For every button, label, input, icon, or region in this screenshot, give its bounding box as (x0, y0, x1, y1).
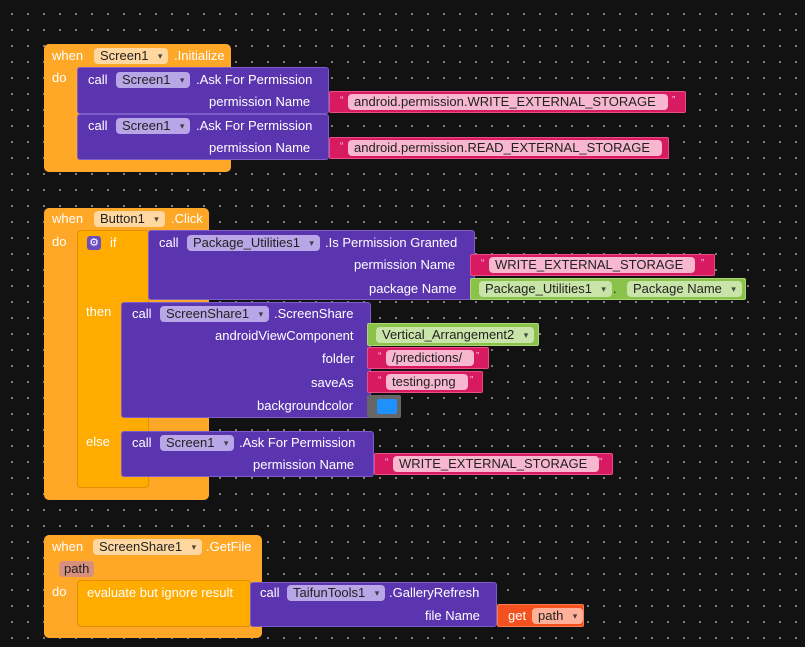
param-label: permission Name (354, 257, 456, 272)
component-dropdown[interactable]: Screen1 (94, 48, 169, 64)
text-value[interactable]: android.permission.READ_EXTERNAL_STORAGE (348, 140, 662, 156)
quote-icon: “ (340, 95, 344, 106)
method-name: .Ask For Permission (196, 118, 313, 133)
param-label: permission Name (209, 94, 311, 109)
quote-icon: “ (378, 351, 382, 362)
component-dropdown[interactable]: Screen1 (116, 118, 191, 134)
color-swatch[interactable] (377, 399, 397, 414)
call-label: call (88, 118, 108, 133)
component-dropdown[interactable]: Button1 (94, 211, 165, 227)
quote-icon: “ (481, 258, 485, 269)
variable-dropdown[interactable]: path (532, 608, 584, 624)
param-label: folder (322, 351, 355, 366)
ask-permission-call-block[interactable]: call Screen1 .Ask For Permission permiss… (77, 114, 329, 160)
quote-icon: ” (672, 95, 676, 106)
call-label: call (159, 235, 179, 250)
text-value[interactable]: WRITE_EXTERNAL_STORAGE (393, 456, 600, 472)
quote-icon: “ (340, 141, 344, 152)
param-label: package Name (369, 281, 457, 296)
evaluate-label: evaluate but ignore result (87, 585, 233, 600)
param-label: androidViewComponent (215, 328, 354, 343)
else-label: else (86, 434, 110, 449)
event-parameter-path[interactable]: path (59, 561, 95, 577)
component-property-getter-block[interactable]: Package_Utilities1 . Package Name (470, 278, 746, 300)
event-name: .Initialize (174, 48, 225, 63)
text-string-block[interactable]: “ WRITE_EXTERNAL_STORAGE ” (470, 254, 715, 276)
text-string-block[interactable]: “ android.permission.WRITE_EXTERNAL_STOR… (329, 91, 686, 113)
method-name: .GalleryRefresh (389, 585, 480, 600)
param-label: permission Name (253, 457, 355, 472)
text-value[interactable]: /predictions/ (386, 350, 475, 366)
quote-icon: ” (701, 258, 705, 269)
component-dropdown[interactable]: Screen1 (116, 72, 191, 88)
component-block[interactable]: Vertical_Arrangement2 (367, 323, 539, 346)
method-name: .Ask For Permission (196, 72, 313, 87)
text-string-block[interactable]: “ android.permission.READ_EXTERNAL_STORA… (329, 137, 669, 159)
gear-icon[interactable]: ⚙ (87, 236, 101, 250)
is-permission-granted-block[interactable]: call Package_Utilities1 .Is Permission G… (148, 230, 475, 300)
screenshare-call-block[interactable]: call ScreenShare1 .ScreenShare androidVi… (121, 302, 371, 418)
when-label: when (52, 539, 84, 554)
method-name: .Is Permission Granted (325, 235, 458, 250)
call-label: call (132, 306, 152, 321)
text-value[interactable]: WRITE_EXTERNAL_STORAGE (489, 257, 696, 273)
get-label: get (508, 608, 527, 623)
property-dropdown[interactable]: Package Name (627, 281, 742, 297)
call-label: call (132, 435, 152, 450)
event-name: .GetFile (206, 539, 252, 554)
get-variable-block[interactable]: get path (497, 604, 584, 627)
if-label: if (110, 235, 117, 250)
when-label: when (52, 211, 84, 226)
quote-icon: ” (599, 457, 603, 468)
call-label: call (88, 72, 108, 87)
quote-icon: ” (476, 351, 480, 362)
then-label: then (86, 304, 112, 319)
text-value[interactable]: testing.png (386, 374, 468, 390)
component-dropdown[interactable]: ScreenShare1 (160, 306, 270, 322)
evaluate-but-ignore-block[interactable]: evaluate but ignore result (77, 580, 251, 627)
component-dropdown[interactable]: Vertical_Arrangement2 (376, 327, 535, 343)
event-name: .Click (171, 211, 203, 226)
ask-permission-call-block[interactable]: call Screen1 .Ask For Permission permiss… (121, 431, 374, 477)
param-label: backgroundcolor (257, 398, 354, 413)
call-label: call (260, 585, 280, 600)
ask-permission-call-block[interactable]: call Screen1 .Ask For Permission permiss… (77, 67, 329, 114)
component-dropdown[interactable]: TaifunTools1 (287, 585, 386, 601)
text-value[interactable]: android.permission.WRITE_EXTERNAL_STORAG… (348, 94, 668, 110)
quote-icon: “ (385, 457, 389, 468)
quote-icon: “ (378, 375, 382, 386)
quote-icon: ” (470, 375, 474, 386)
dot-label: . (613, 281, 617, 296)
do-label: do (52, 70, 67, 85)
param-label: permission Name (209, 140, 311, 155)
when-label: when (52, 48, 84, 63)
gallery-refresh-call-block[interactable]: call TaifunTools1 .GalleryRefresh file N… (250, 582, 497, 627)
param-label: saveAs (311, 375, 354, 390)
component-dropdown[interactable]: Package_Utilities1 (479, 281, 612, 297)
text-string-block[interactable]: “ WRITE_EXTERNAL_STORAGE ” (374, 453, 613, 475)
text-string-block[interactable]: “ /predictions/ ” (367, 347, 489, 369)
component-dropdown[interactable]: Package_Utilities1 (187, 235, 320, 251)
method-name: .ScreenShare (274, 306, 354, 321)
text-string-block[interactable]: “ testing.png ” (367, 371, 483, 393)
color-block[interactable] (367, 395, 401, 418)
component-dropdown[interactable]: ScreenShare1 (93, 539, 203, 555)
quote-icon: ” (656, 141, 660, 152)
method-name: .Ask For Permission (239, 435, 356, 450)
component-dropdown[interactable]: Screen1 (160, 435, 235, 451)
param-label: file Name (425, 608, 480, 623)
do-label: do (52, 584, 67, 599)
do-label: do (52, 234, 67, 249)
